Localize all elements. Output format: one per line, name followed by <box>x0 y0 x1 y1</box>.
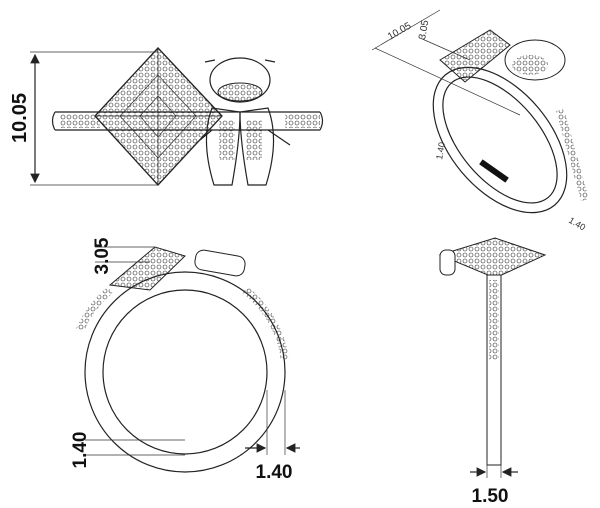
front-view: 10.05 <box>9 47 324 186</box>
profile-view: 3.05 1.40 1.40 <box>70 237 300 483</box>
iso-band-label: 1.40 <box>434 141 447 160</box>
pyramid-setting <box>94 47 223 186</box>
profile-bottom-label: 1.40 <box>70 432 91 469</box>
side-view: 1.50 <box>438 237 547 507</box>
beetle <box>199 57 291 186</box>
iso-top-label: 3.05 <box>417 19 431 41</box>
iso-height-label: 10.05 <box>386 20 414 42</box>
profile-top-label: 3.05 <box>92 237 113 274</box>
isometric-view: 10.05 3.05 1.40 1.40 <box>371 9 589 232</box>
side-width-label: 1.50 <box>472 486 509 507</box>
iso-width-label: 1.40 <box>567 215 587 232</box>
profile-side-label: 1.40 <box>256 462 293 483</box>
front-height-label: 10.05 <box>9 93 31 143</box>
